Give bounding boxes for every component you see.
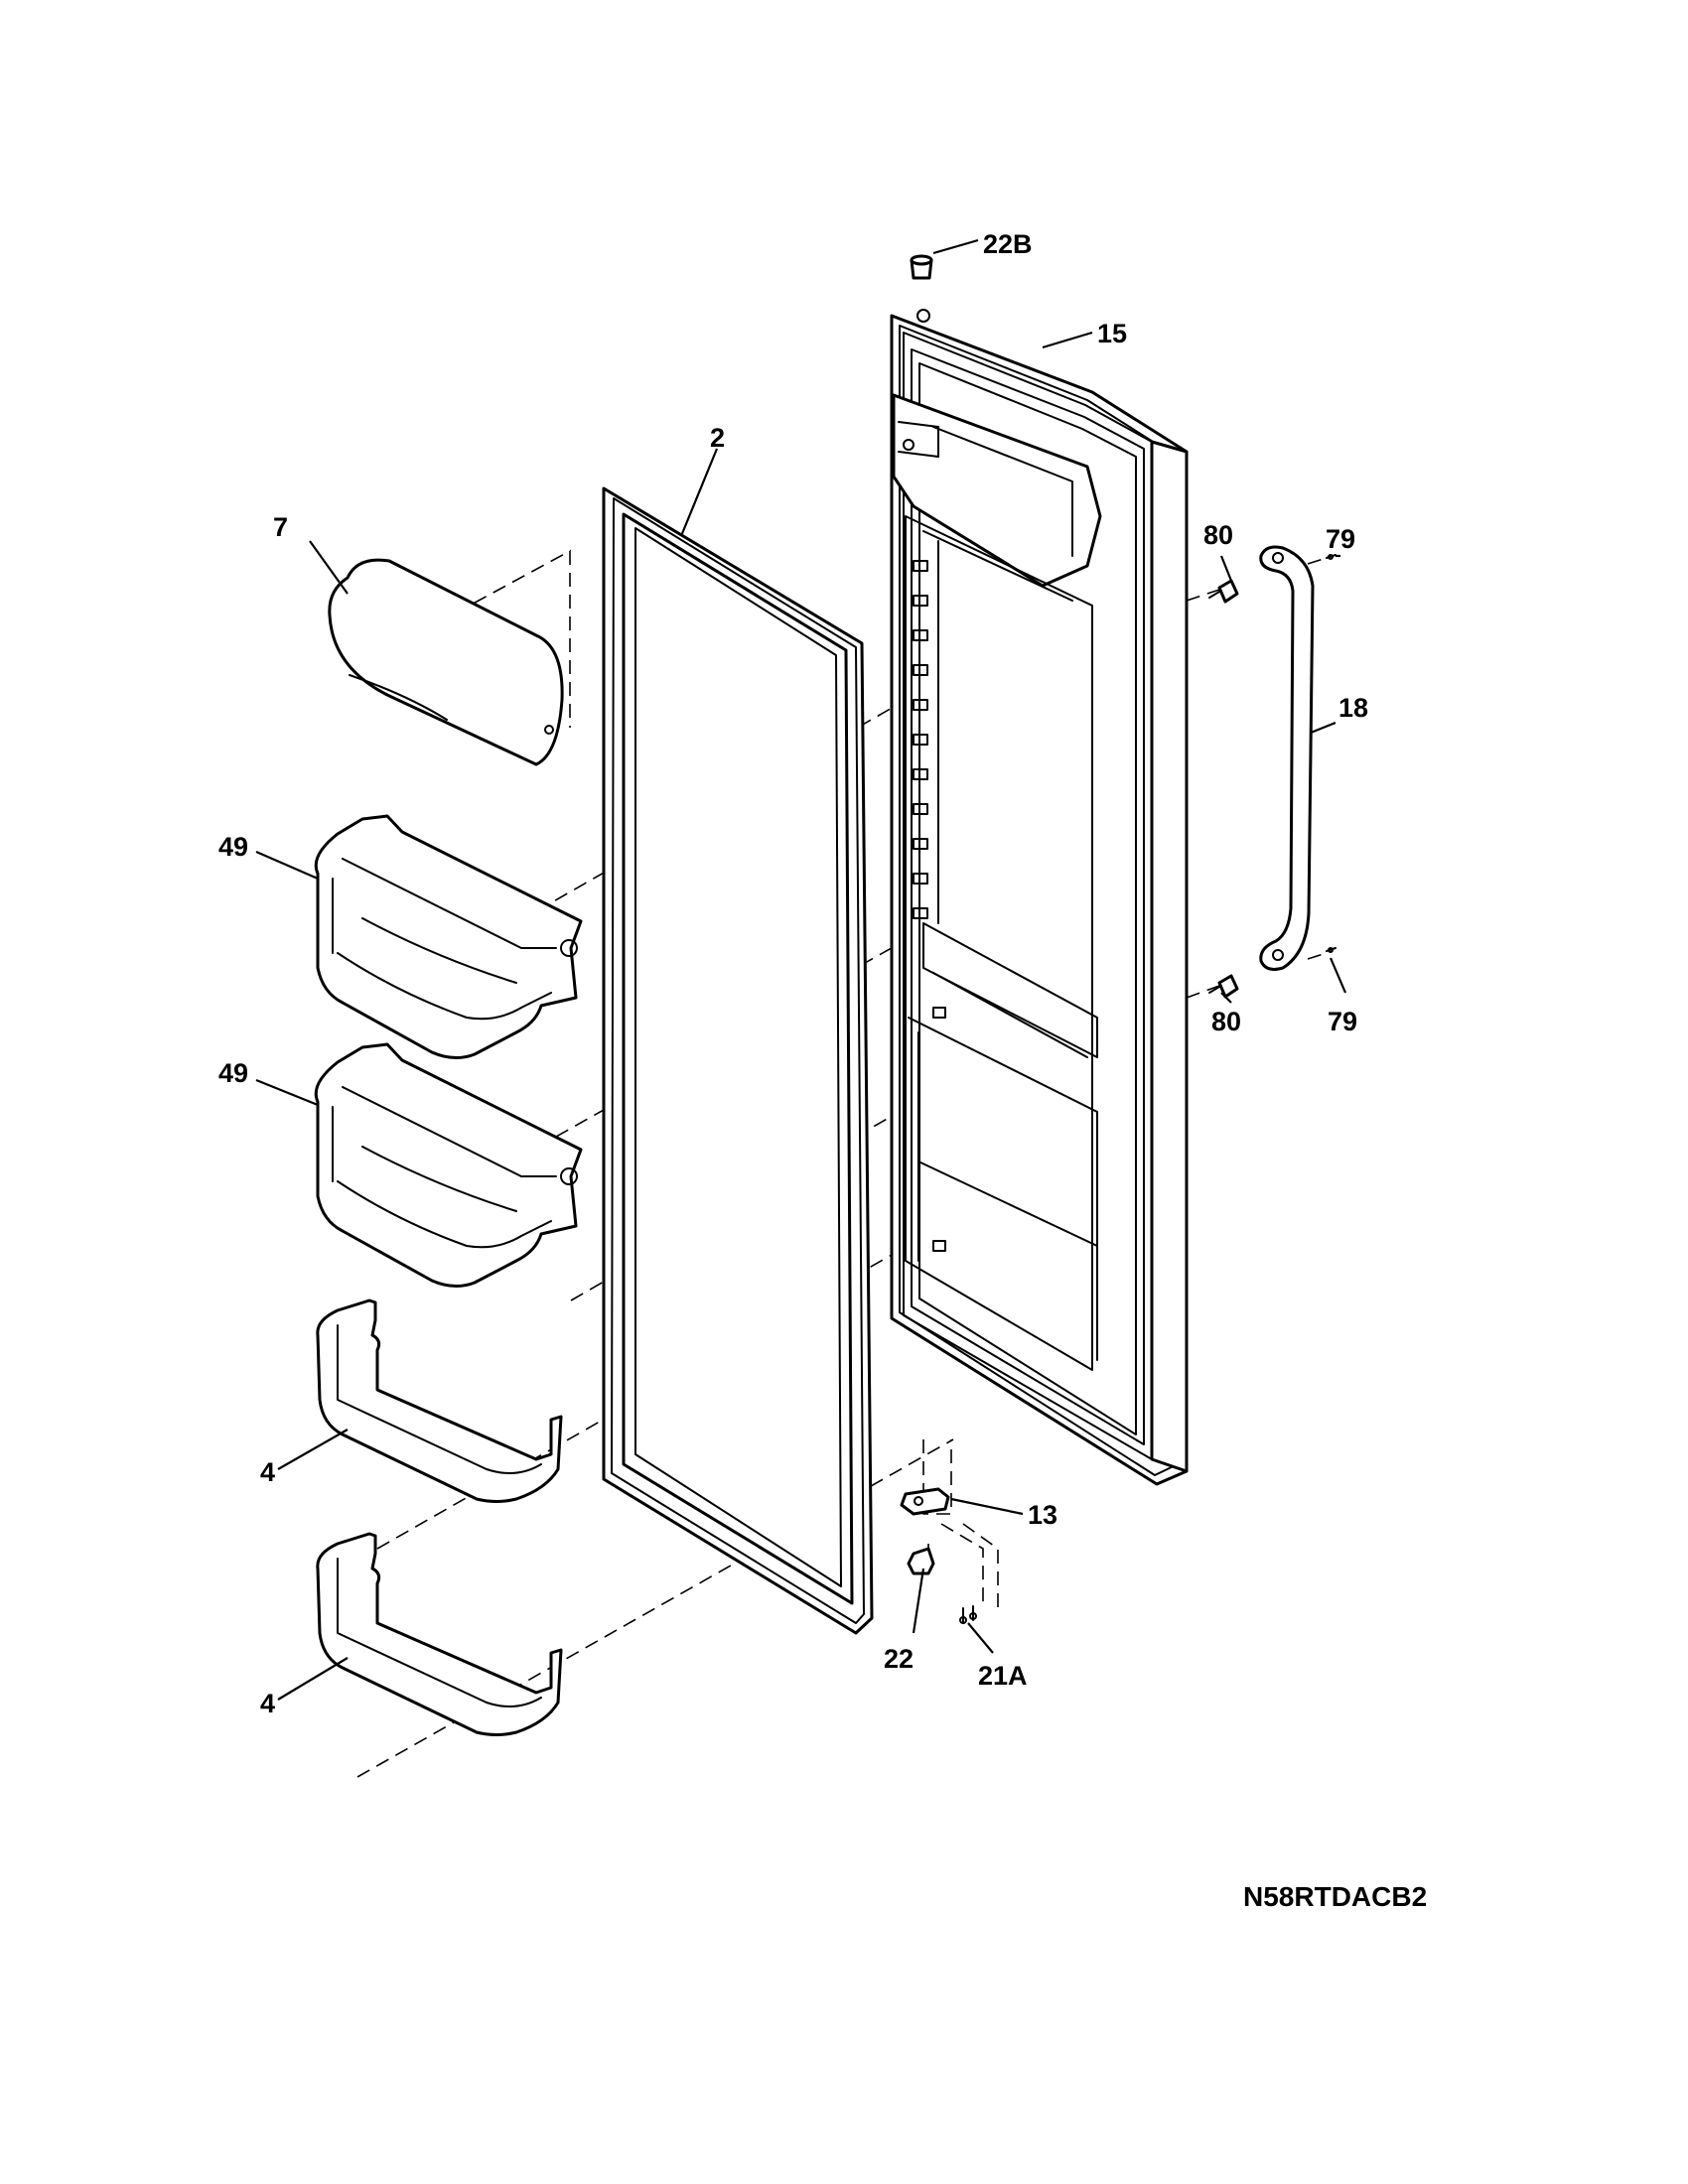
lower-hinge: [900, 1487, 950, 1516]
door-shelf-upper: [316, 1298, 563, 1503]
handle-stud-lower: [1208, 974, 1239, 999]
callout-4-lower: 4: [260, 1689, 275, 1718]
callout-4-upper: 4: [260, 1457, 275, 1487]
handle-screw-lower: [1326, 947, 1336, 953]
callout-2: 2: [710, 423, 725, 453]
callout-7: 7: [273, 512, 288, 542]
handle-stud-upper: [1208, 579, 1239, 604]
callout-15: 15: [1097, 319, 1127, 348]
leader-lines: [255, 238, 1347, 1701]
callout-18: 18: [1338, 693, 1368, 723]
hinge-plug-top: [910, 254, 933, 280]
door-assembly: [890, 309, 1189, 1486]
callout-21a: 21A: [978, 1661, 1028, 1691]
callout-80-upper: 80: [1203, 520, 1233, 550]
callout-22: 22: [884, 1644, 914, 1674]
dairy-compartment: [328, 558, 564, 766]
door-bin-upper: [314, 814, 583, 1059]
door-shelf-pegs: [913, 560, 946, 1252]
callout-22b: 22B: [983, 229, 1033, 259]
hinge-screws: [959, 1605, 977, 1624]
door-handle: [1259, 545, 1315, 971]
door-gasket: [602, 486, 874, 1635]
door-bin-lower: [314, 1042, 583, 1288]
callout-49-lower: 49: [218, 1058, 248, 1088]
callout-79-lower: 79: [1328, 1007, 1357, 1036]
handle-screw-upper: [1326, 554, 1336, 560]
callout-labels: 22B 15 2 7 80 79 18 49 49 80 79 4 13 22 …: [218, 229, 1368, 1718]
callout-80-lower: 80: [1211, 1007, 1241, 1036]
hinge-pin-bushing: [907, 1547, 935, 1575]
callout-13: 13: [1028, 1500, 1057, 1530]
callout-49-upper: 49: [218, 832, 248, 862]
callout-79-upper: 79: [1326, 524, 1355, 554]
model-code-label: N58RTDACB2: [1243, 1881, 1427, 1912]
door-shelf-lower: [316, 1532, 563, 1736]
